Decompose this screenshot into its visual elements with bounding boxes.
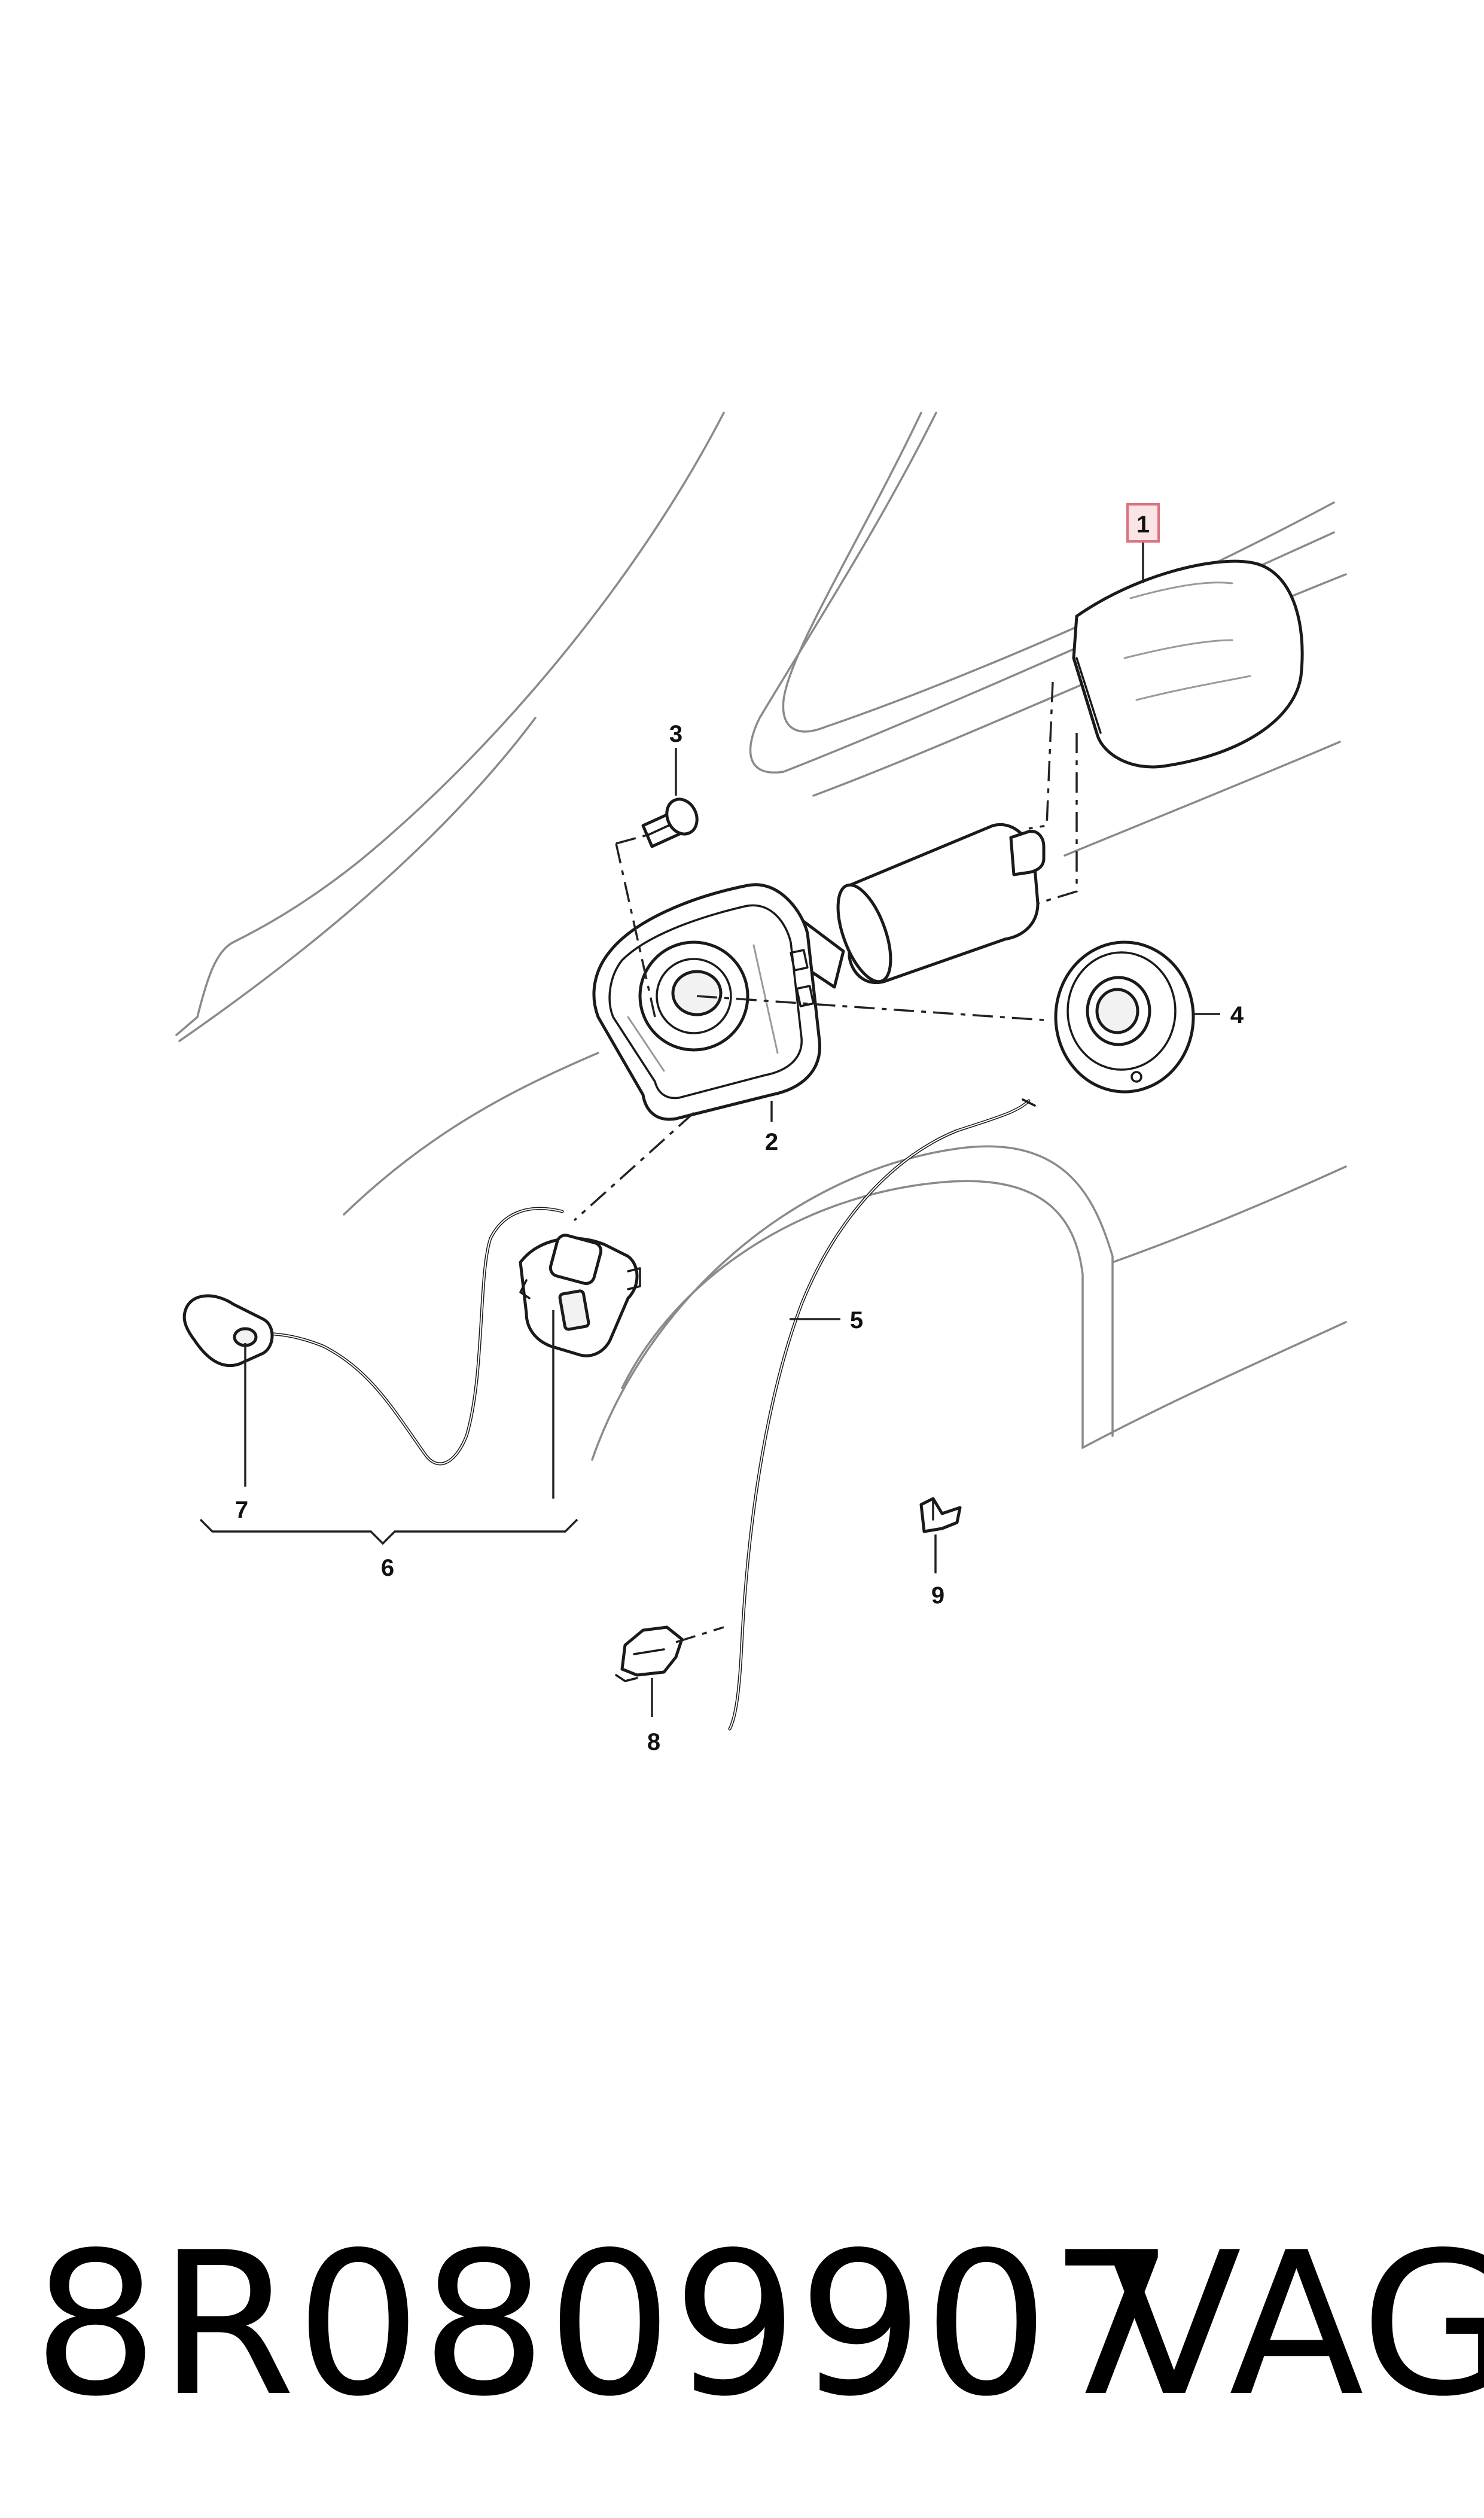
leader-lines [199, 541, 1220, 1717]
filler-housing [592, 883, 845, 1121]
part-number: 8R0809907 [33, 2210, 1175, 2440]
callout-9[interactable]: 9 [931, 1582, 944, 1609]
callout-5[interactable]: 5 [850, 1307, 863, 1333]
wheel-arch-outer [591, 1145, 1114, 1461]
callouts: 1 3 2 4 5 7 6 9 8 [235, 503, 1244, 1755]
body-line-pillar [175, 412, 725, 1036]
body-line-quarter-upper [1111, 1165, 1347, 1263]
body-line-lower-left [343, 1052, 599, 1216]
bracket-clip [919, 1497, 962, 1533]
callout-4[interactable]: 4 [1230, 1002, 1244, 1028]
assembly-lines [573, 681, 1078, 1643]
callout-6[interactable]: 6 [381, 1555, 394, 1581]
body-line-belt-mid [1064, 741, 1341, 857]
callout-8[interactable]: 8 [647, 1729, 660, 1755]
callout-1-highlight [1126, 503, 1160, 543]
rubber-seal [1054, 940, 1195, 1094]
hinge-spring-housing [836, 823, 1046, 985]
callout-1[interactable]: 1 [1136, 511, 1150, 538]
drain-hose [728, 1098, 1036, 1731]
wheel-arch-inner [621, 1180, 1084, 1449]
brand-label: VAG [1107, 2210, 1484, 2440]
fuel-flap-lid [1072, 559, 1304, 769]
caption: 8R0809907 VAG [33, 2210, 1484, 2440]
screw [641, 797, 699, 848]
body-line-quarter-lower [1081, 1321, 1347, 1449]
flap-actuator [519, 1234, 641, 1357]
callout-2[interactable]: 2 [765, 1129, 778, 1155]
release-cable [255, 1207, 564, 1466]
hose-clip [615, 1625, 684, 1682]
callout-7[interactable]: 7 [235, 1497, 248, 1523]
pull-grip [182, 1294, 274, 1368]
callout-3[interactable]: 3 [669, 721, 682, 747]
body-line-inner-sweep [178, 717, 537, 1042]
